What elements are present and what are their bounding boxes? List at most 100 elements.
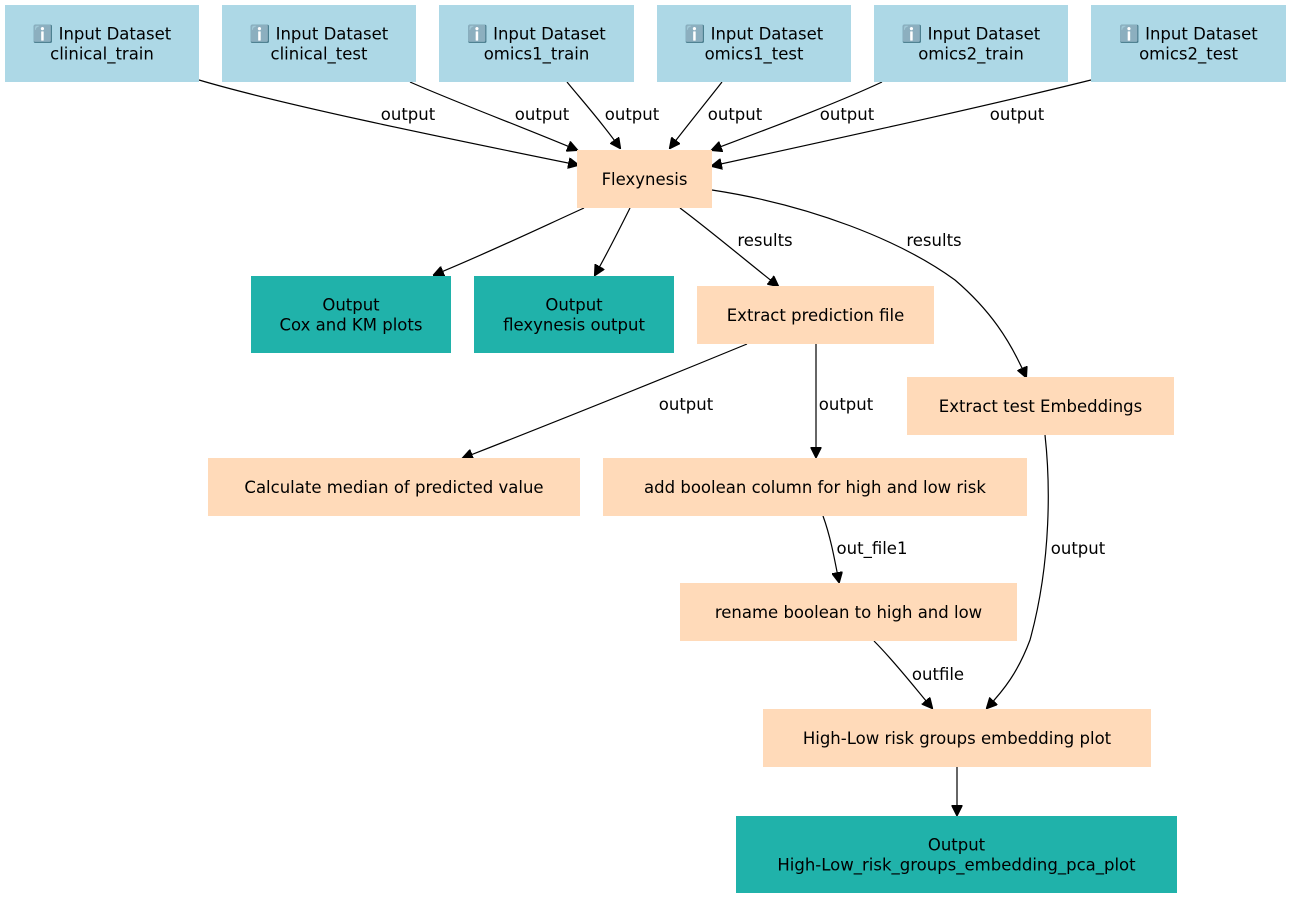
output-node-box — [251, 276, 451, 353]
node-extract-prediction[interactable]: Extract prediction file — [697, 286, 934, 344]
node-subtitle: omics2_test — [1139, 45, 1238, 65]
edge-line — [595, 207, 631, 275]
node-title: Output — [545, 296, 603, 315]
edge-in_omics2_test-to-flexynesis: output — [712, 79, 1092, 166]
tool-node-box — [577, 150, 712, 208]
node-title: ℹ️ Input Dataset — [467, 25, 606, 44]
node-title: rename boolean to high and low — [715, 603, 982, 622]
node-title: add boolean column for high and low risk — [644, 478, 986, 497]
node-title: Extract prediction file — [727, 306, 905, 325]
edge-in_omics1_train-to-flexynesis: output — [566, 81, 660, 148]
edge-label: output — [1051, 539, 1106, 558]
edge-flexynesis-to-extract_embeddings: results — [711, 189, 1026, 377]
output-node-box — [474, 276, 674, 353]
edge-label: output — [708, 105, 763, 124]
node-flexynesis[interactable]: Flexynesis — [577, 150, 712, 208]
node-title: Output — [928, 836, 986, 855]
edge-label: out_file1 — [837, 539, 908, 559]
node-title: ℹ️ Input Dataset — [33, 25, 172, 44]
edges-layer: output output output output output output resu… — [198, 79, 1106, 815]
edge-rename_boolean-to-embedding_plot: outfile — [873, 640, 964, 708]
node-title: Output — [322, 296, 380, 315]
node-title: Flexynesis — [602, 170, 688, 189]
edge-line — [987, 434, 1049, 708]
node-title: ℹ️ Input Dataset — [902, 25, 1041, 44]
edge-label: output — [515, 105, 570, 124]
tool-node-box — [680, 583, 1017, 641]
edge-line — [434, 207, 585, 275]
node-calc-median[interactable]: Calculate median of predicted value — [208, 458, 580, 516]
edge-in_clinical_train-to-flexynesis: output — [198, 79, 578, 165]
edge-line — [566, 81, 620, 148]
node-rename-boolean[interactable]: rename boolean to high and low — [680, 583, 1017, 641]
edge-line — [670, 81, 723, 148]
edge-in_omics1_test-to-flexynesis: output — [670, 81, 763, 148]
tool-node-box — [697, 286, 934, 344]
edge-in_omics2_train-to-flexynesis: output — [712, 81, 883, 150]
node-add-boolean[interactable]: add boolean column for high and low risk — [603, 458, 1027, 516]
tool-node-box — [763, 709, 1151, 767]
node-title: High-Low risk groups embedding plot — [803, 729, 1112, 748]
edge-extract_embeddings-to-embedding_plot: output — [987, 434, 1106, 708]
node-subtitle: omics1_train — [484, 45, 590, 65]
node-title: ℹ️ Input Dataset — [1119, 25, 1258, 44]
edge-extract_prediction-to-calc_median: output — [463, 343, 748, 458]
edge-flexynesis-to-out_flexynesis — [595, 207, 631, 275]
edge-line — [873, 640, 932, 708]
edge-line — [679, 207, 778, 286]
edge-line — [712, 79, 1092, 166]
node-subtitle: High-Low_risk_groups_embedding_pca_plot — [777, 856, 1136, 876]
edge-flexynesis-to-out_cox_km — [434, 207, 585, 275]
edge-label: output — [659, 395, 714, 414]
edge-label: outfile — [912, 665, 964, 684]
input-node-box — [657, 5, 851, 82]
output-node-box — [736, 816, 1177, 893]
node-title: ℹ️ Input Dataset — [685, 25, 824, 44]
node-subtitle: omics1_test — [705, 45, 804, 65]
tool-node-box — [907, 377, 1174, 435]
node-subtitle: omics2_train — [918, 45, 1024, 65]
edge-label: output — [820, 105, 875, 124]
edge-line — [712, 81, 883, 150]
tool-node-box — [603, 458, 1027, 516]
edge-line — [822, 515, 839, 582]
node-subtitle: clinical_test — [271, 45, 369, 65]
edge-in_clinical_test-to-flexynesis: output — [409, 81, 577, 150]
node-extract-embeddings[interactable]: Extract test Embeddings — [907, 377, 1174, 435]
edge-label: output — [819, 395, 874, 414]
edge-label: results — [906, 231, 961, 250]
node-title: ℹ️ Input Dataset — [250, 25, 389, 44]
edge-line — [463, 343, 748, 458]
input-node-box — [439, 5, 634, 82]
node-subtitle: flexynesis output — [503, 316, 645, 335]
node-embedding-plot[interactable]: High-Low risk groups embedding plot — [763, 709, 1151, 767]
edge-label: output — [381, 105, 436, 124]
input-node-box — [874, 5, 1068, 82]
edge-label: output — [605, 105, 660, 124]
edge-label: results — [737, 231, 792, 250]
input-node-box — [222, 5, 416, 82]
edge-line — [198, 79, 578, 165]
node-title: Calculate median of predicted value — [244, 478, 543, 497]
edge-add_boolean-to-rename_boolean: out_file1 — [822, 515, 908, 582]
node-out-pca-plot[interactable]: OutputHigh-Low_risk_groups_embedding_pca… — [736, 816, 1177, 893]
input-node-box — [5, 5, 199, 82]
tool-node-box — [208, 458, 580, 516]
edge-line — [711, 189, 1026, 377]
edge-flexynesis-to-extract_prediction: results — [679, 207, 793, 286]
edge-extract_prediction-to-add_boolean: output — [816, 344, 874, 457]
edge-line — [409, 81, 577, 150]
node-title: Extract test Embeddings — [939, 397, 1142, 416]
input-node-box — [1091, 5, 1286, 82]
edge-label: output — [990, 105, 1045, 124]
node-subtitle: Cox and KM plots — [280, 316, 423, 335]
